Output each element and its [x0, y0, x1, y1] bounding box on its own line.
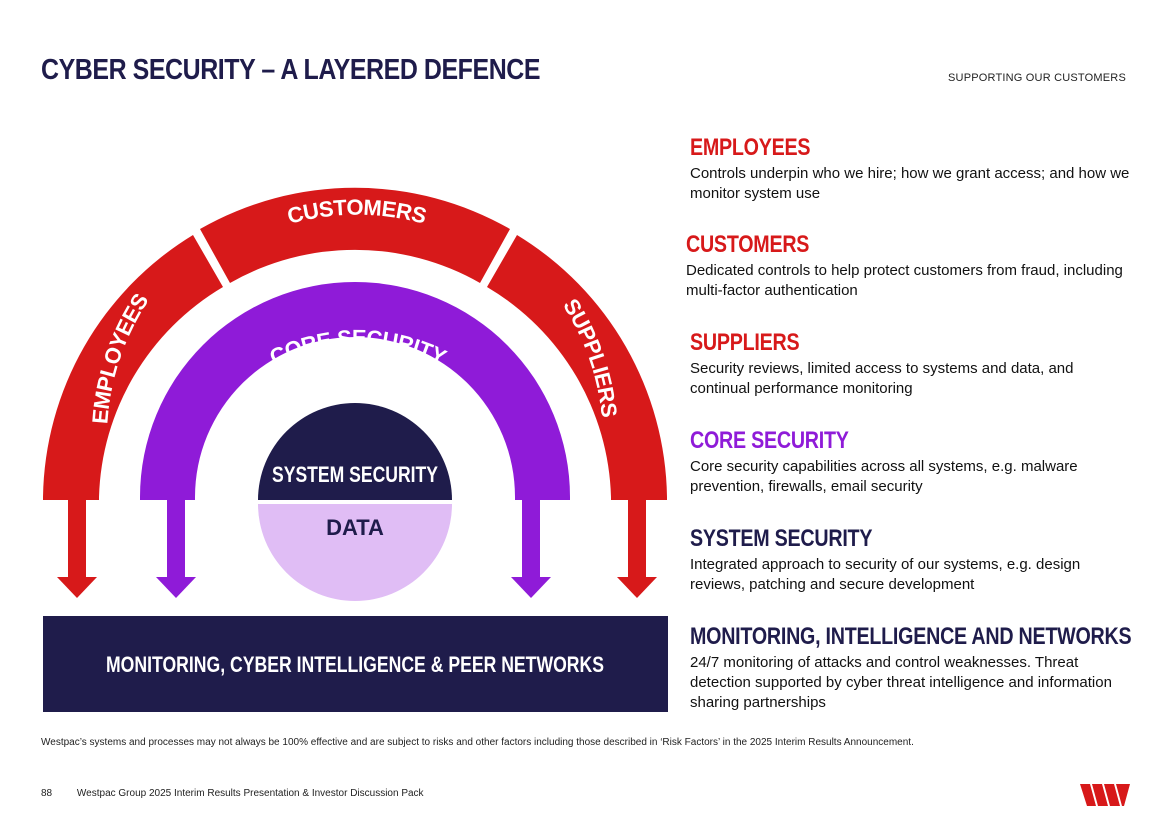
legend-description: Controls underpin who we hire; how we gr…: [690, 165, 1130, 202]
arrow-core-left: [156, 500, 196, 598]
ring-segment-employees: [43, 235, 223, 500]
ring-segment-suppliers: [487, 235, 667, 500]
core-security-ring: [140, 282, 570, 500]
data-half: [258, 504, 452, 601]
legend-description: Dedicated controls to help protect custo…: [686, 262, 1123, 299]
section-label: SUPPORTING OUR CUSTOMERS: [948, 72, 1126, 84]
legend-item-customers: CUSTOMERS Dedicated controls to help pro…: [686, 231, 1126, 301]
legend-item-employees: EMPLOYEES Controls underpin who we hire;…: [690, 134, 1130, 204]
page-number: 88: [41, 788, 53, 799]
legend-description: Security reviews, limited access to syst…: [690, 360, 1074, 397]
footer: 88 Westpac Group 2025 Interim Results Pr…: [41, 788, 424, 799]
legend-title: SYSTEM SECURITY: [690, 525, 873, 552]
arrow-suppliers: [617, 500, 657, 598]
system-security-half: [258, 403, 452, 500]
data-label: DATA: [326, 515, 384, 540]
legend-title: CORE SECURITY: [690, 427, 849, 454]
system-security-label: SYSTEM SECURITY: [272, 462, 438, 487]
legend-title: SUPPLIERS: [690, 329, 800, 356]
legend-description: Core security capabilities across all sy…: [690, 458, 1078, 495]
legend-item-system-security: SYSTEM SECURITY Integrated approach to s…: [690, 525, 1130, 595]
legend-item-monitoring: MONITORING, INTELLIGENCE AND NETWORKS 24…: [690, 623, 1132, 713]
legend-description: Integrated approach to security of our s…: [690, 556, 1081, 593]
legend-title: CUSTOMERS: [686, 231, 810, 258]
legend-title: EMPLOYEES: [690, 134, 811, 161]
document-title: Westpac Group 2025 Interim Results Prese…: [76, 788, 424, 799]
legend-item-core-security: CORE SECURITY Core security capabilities…: [690, 427, 1130, 497]
outer-ring: [43, 187, 667, 500]
legend-item-suppliers: SUPPLIERS Security reviews, limited acce…: [690, 329, 1130, 399]
ring-segment-customers: [200, 187, 510, 283]
layered-defence-diagram: EMPLOYEES CUSTOMERS SUPPLIERS CORE SECUR…: [43, 187, 668, 712]
arrow-core-right: [511, 500, 551, 598]
monitoring-base-label: MONITORING, CYBER INTELLIGENCE & PEER NE…: [106, 652, 604, 677]
disclaimer: Westpac’s systems and processes may not …: [41, 737, 914, 748]
legend-title: MONITORING, INTELLIGENCE AND NETWORKS: [690, 623, 1132, 650]
arrow-employees: [57, 500, 97, 598]
monitoring-base-bar: [43, 616, 668, 712]
page-title: CYBER SECURITY – A LAYERED DEFENCE: [41, 54, 541, 86]
legend-description: 24/7 monitoring of attacks and control w…: [690, 654, 1112, 711]
westpac-logo: [1080, 784, 1130, 806]
